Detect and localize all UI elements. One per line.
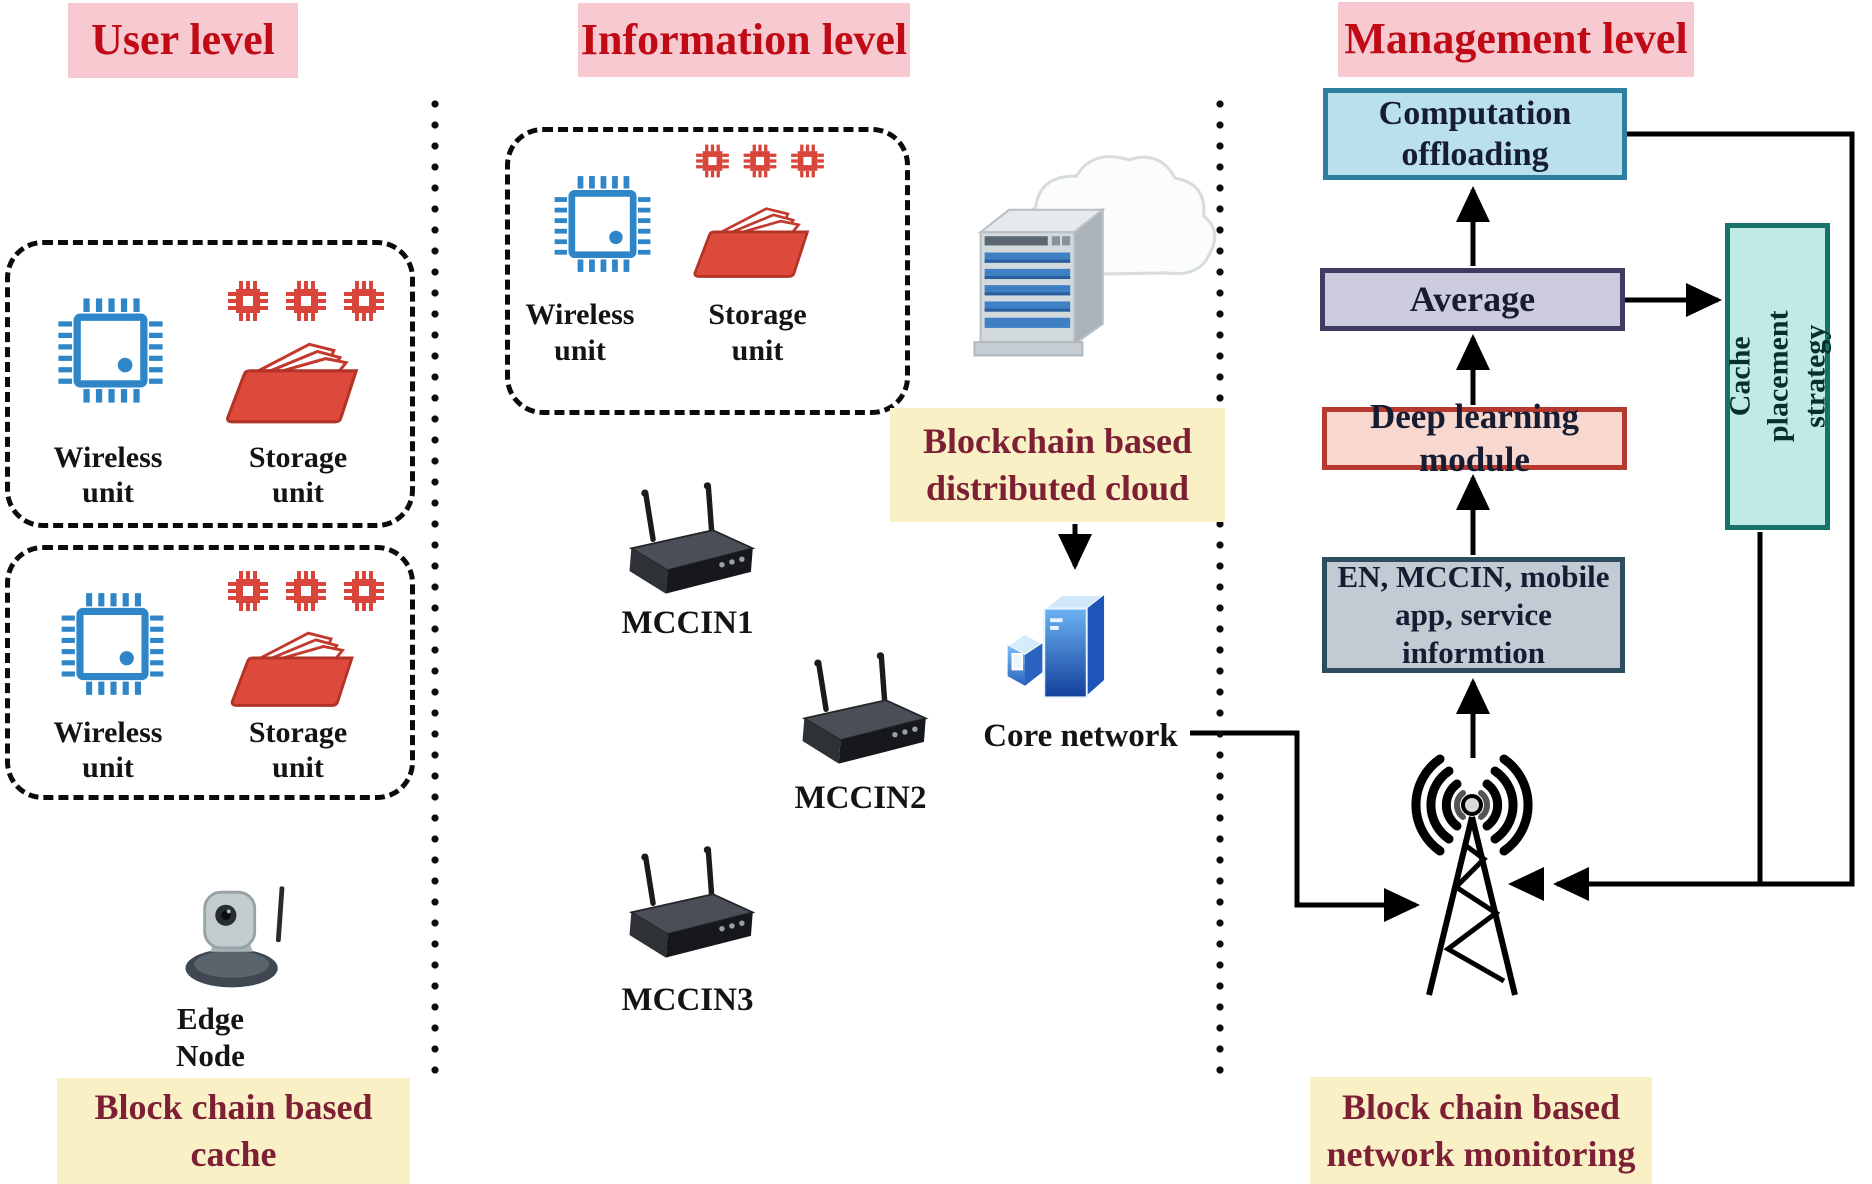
- blockchain-cloud-banner: Blockchain based distributed cloud: [890, 408, 1225, 522]
- processor-chip-icon: [545, 165, 660, 283]
- blockchain-cache-banner: Block chain based cache: [57, 1078, 410, 1184]
- storage-folder-icon: [693, 207, 809, 278]
- edge-node-label: Edge Node: [176, 1001, 245, 1073]
- information-device-group: [505, 127, 910, 415]
- storage-unit-label: Storage unit: [708, 298, 807, 367]
- user-device-group-2: [5, 545, 415, 800]
- storage-unit-label: Storage unit: [248, 715, 348, 784]
- mccin1-label: MCCIN1: [621, 604, 754, 641]
- storage-folder-icon: [226, 342, 358, 424]
- divider-user-information: [428, 95, 442, 1077]
- wireless-unit-label: Wireless unit: [525, 298, 635, 367]
- average-box: Average: [1320, 268, 1625, 331]
- radio-tower-icon: [1411, 754, 1533, 996]
- storage-folder-icon: [230, 631, 354, 707]
- header-information-level: Information level: [578, 3, 910, 77]
- wireless-unit-label: Wireless unit: [53, 440, 163, 509]
- storage-unit-label: Storage unit: [248, 440, 348, 509]
- wireless-router-icon: [615, 842, 760, 970]
- cache-placement-strategy-box: Cache placement strategy: [1723, 223, 1831, 530]
- processor-chip-icon: [50, 583, 175, 705]
- header-management-level: Management level: [1338, 2, 1694, 77]
- wireless-unit-label: Wireless unit: [53, 715, 163, 784]
- ip-camera-icon: [185, 886, 285, 988]
- computation-offloading-box: Computation offloading: [1323, 88, 1627, 180]
- user-device-group-1: [5, 240, 415, 528]
- double-arrowhead: [1508, 867, 1544, 901]
- divider-information-management: [1213, 95, 1227, 1077]
- mccin2-label: MCCIN2: [794, 779, 927, 816]
- memory-chip-icon: [692, 138, 828, 184]
- wireless-router-icon: [615, 478, 760, 606]
- core-to-tower-arrow: [1190, 730, 1420, 922]
- core-network-label: Core network: [983, 717, 1178, 754]
- mccin3-label: MCCIN3: [621, 981, 754, 1018]
- server-tower-icon: [1005, 594, 1107, 699]
- offloading-to-tower-line: [1553, 131, 1855, 901]
- memory-chip-icon: [222, 276, 390, 326]
- info-sources-box: EN, MCCIN, mobile app, service informtio…: [1322, 557, 1625, 673]
- connector-lines: [1058, 131, 1855, 922]
- cache-placement-strategy-label: Cache placement strategy: [1723, 310, 1832, 443]
- deep-learning-module-box: Deep learning module: [1322, 397, 1627, 479]
- memory-chip-icon: [222, 566, 390, 616]
- header-user-level: User level: [68, 3, 298, 78]
- processor-chip-icon: [48, 288, 173, 413]
- blockchain-monitoring-banner: Block chain based network monitoring: [1310, 1077, 1652, 1184]
- cloud-server-icon: [973, 155, 1217, 357]
- wireless-router-icon: [788, 648, 933, 776]
